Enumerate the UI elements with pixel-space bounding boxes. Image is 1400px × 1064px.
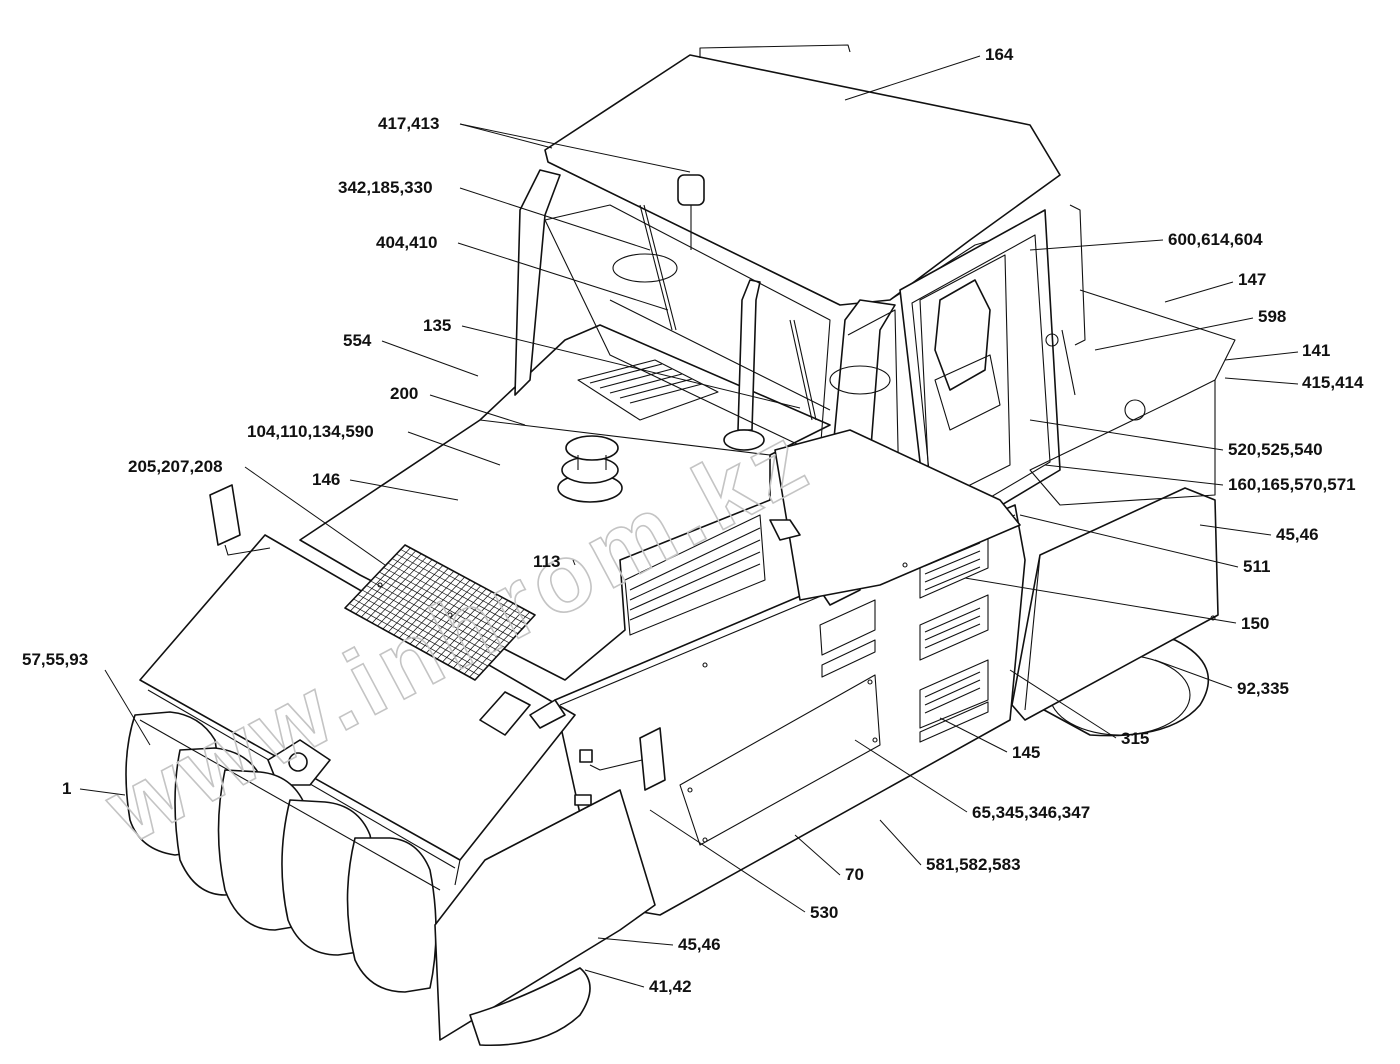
callout-57-55-93: 57,55,93 [22,650,88,669]
callout-135: 135 [423,316,451,335]
callout-342-185-330: 342,185,330 [338,178,433,197]
leader-c164 [844,55,981,101]
callout-70: 70 [845,865,864,884]
callout-65-345-346-347: 65,345,346,347 [972,803,1090,822]
grid-line [361,589,493,662]
leader-c41 [584,969,645,988]
leader-c45r [1199,524,1272,536]
callout-417-413: 417,413 [378,114,439,133]
leader-c417b [459,123,553,149]
leader-c92 [1154,659,1233,689]
callout-598: 598 [1258,307,1286,326]
callout-1: 1 [62,779,71,798]
leader-c600 [1029,239,1164,251]
callout-404-410: 404,410 [376,233,437,252]
leader-c520 [1029,419,1224,451]
leader-c147 [1164,281,1234,303]
callout-147: 147 [1238,270,1266,289]
leader-c200 [429,394,526,426]
grid-line [349,603,480,676]
machine-drawing [125,44,1236,1047]
grid-line [379,571,510,644]
callout-581-582-583: 581,582,583 [926,855,1021,874]
grid-line [374,576,506,648]
leader-c342 [459,187,651,251]
callout-520-525-540: 520,525,540 [1228,440,1323,459]
callout-160-165-570-571: 160,165,570,571 [1228,475,1356,494]
leader-c581 [879,819,922,866]
leader-c146 [349,479,459,501]
leader-c141 [1224,351,1299,361]
callout-104-110-134-590: 104,110,134,590 [247,422,374,441]
grid-line [400,549,531,620]
leader-c45b [597,937,674,946]
callout-205-207-208: 205,207,208 [128,457,223,476]
leader-c315 [1009,669,1117,739]
callout-45-46-rear: 45,46 [1276,525,1319,544]
leader-c113 [572,559,576,566]
leader-c417 [459,123,691,173]
leader-c160 [1044,464,1224,486]
front-hood [139,484,576,886]
callout-labels: 164 417,413 342,185,330 404,410 600,614,… [22,45,1364,996]
callout-315: 315 [1121,729,1149,748]
grid-line [383,567,514,639]
grid-line [366,585,497,658]
callout-511: 511 [1243,557,1270,576]
callout-45-46-front: 45,46 [678,935,721,954]
callout-150: 150 [1241,614,1269,633]
callout-145: 145 [1012,743,1040,762]
leader-c145 [939,717,1008,753]
chassis-body [554,504,1026,916]
grid-line [370,580,501,653]
leader-c1 [79,788,126,796]
grid-line [387,562,519,634]
callout-554: 554 [343,331,372,350]
front-tyres [125,711,441,993]
callout-92-335: 92,335 [1237,679,1289,698]
leader-c57 [104,669,151,746]
callout-41-42: 41,42 [649,977,692,996]
grid-line [391,558,523,630]
leader-c65 [854,739,968,813]
leader-c104 [407,431,501,466]
leader-lines [79,55,1299,988]
leader-c415 [1224,377,1299,385]
leader-c404 [457,242,669,311]
grid-line [396,553,527,625]
grid-line [357,594,489,667]
callout-200: 200 [390,384,418,403]
rear-bumper [1011,487,1219,721]
leader-c511 [1019,514,1239,568]
callout-415-414: 415,414 [1302,373,1364,392]
callout-141: 141 [1302,341,1330,360]
callout-600-614-604: 600,614,604 [1168,230,1263,249]
front-fender [434,727,666,1047]
leader-c554 [381,340,479,377]
leader-c135 [461,325,801,409]
callout-113: 113 [533,552,560,571]
leader-c150 [964,577,1237,624]
callout-164: 164 [985,45,1014,64]
leader-c70 [794,834,841,876]
callout-146: 146 [312,470,340,489]
leader-c530 [649,809,806,913]
callout-530: 530 [810,903,838,922]
leader-c598 [1094,317,1254,351]
grid-line [353,598,484,672]
cab-platform [769,289,1236,601]
leader-c205 [244,466,386,566]
